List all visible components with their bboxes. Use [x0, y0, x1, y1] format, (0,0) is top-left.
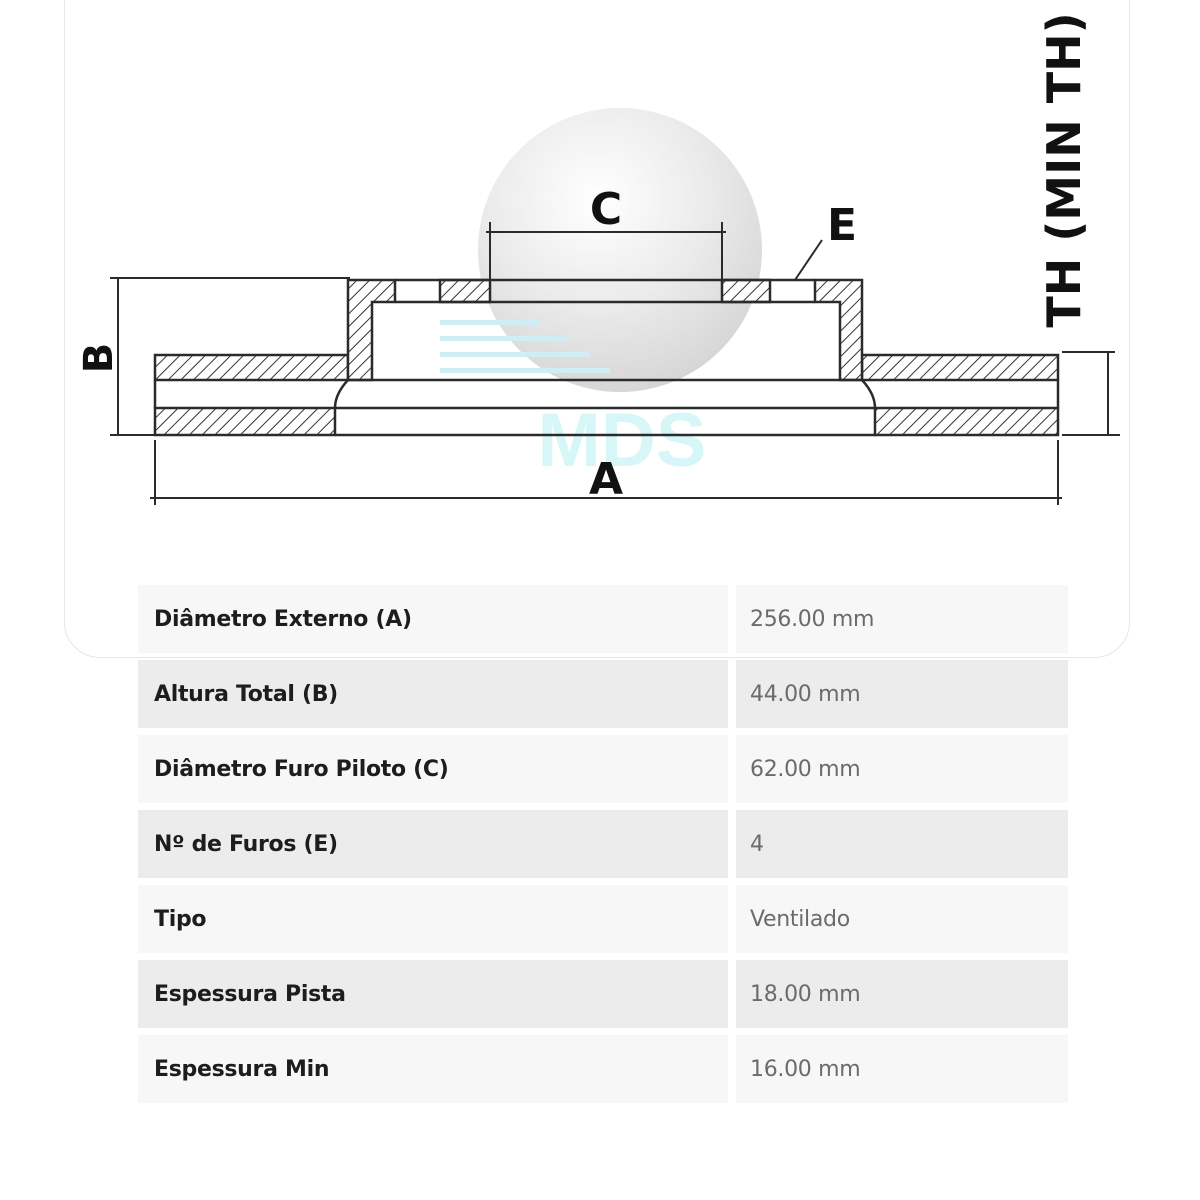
spec-value: 16.00 mm — [736, 1035, 1068, 1103]
label-th: TH (MIN TH) — [1037, 12, 1091, 327]
spec-label: Espessura Pista — [138, 960, 728, 1028]
rotor-section — [153, 278, 1060, 437]
table-row: Tipo Ventilado — [138, 885, 1068, 953]
table-row: Diâmetro Furo Piloto (C) 62.00 mm — [138, 735, 1068, 803]
spec-label: Altura Total (B) — [138, 660, 728, 728]
spec-value: 4 — [736, 810, 1068, 878]
spec-value: 44.00 mm — [736, 660, 1068, 728]
spec-value: 18.00 mm — [736, 960, 1068, 1028]
label-b: B — [76, 343, 122, 374]
spec-label: Nº de Furos (E) — [138, 810, 728, 878]
label-a: A — [589, 454, 623, 505]
spec-label: Diâmetro Externo (A) — [138, 585, 728, 653]
watermark-logo: MDS — [440, 108, 762, 483]
dimension-lines — [110, 222, 1120, 505]
spec-label: Espessura Min — [138, 1035, 728, 1103]
spec-value: 256.00 mm — [736, 585, 1068, 653]
spec-value: Ventilado — [736, 885, 1068, 953]
label-e: E — [827, 200, 857, 251]
spec-value: 62.00 mm — [736, 735, 1068, 803]
table-row: Diâmetro Externo (A) 256.00 mm — [138, 585, 1068, 653]
dimension-labels: A B C E TH (MIN TH) — [76, 12, 1091, 505]
table-row: Espessura Pista 18.00 mm — [138, 960, 1068, 1028]
spec-label: Tipo — [138, 885, 728, 953]
spec-label: Diâmetro Furo Piloto (C) — [138, 735, 728, 803]
spec-table: Diâmetro Externo (A) 256.00 mm Altura To… — [138, 585, 1068, 1110]
table-row: Espessura Min 16.00 mm — [138, 1035, 1068, 1103]
table-row: Altura Total (B) 44.00 mm — [138, 660, 1068, 728]
table-row: Nº de Furos (E) 4 — [138, 810, 1068, 878]
brake-disc-diagram: MDS — [76, 12, 1120, 505]
label-c: C — [590, 184, 622, 235]
watermark-text: MDS — [538, 398, 707, 483]
